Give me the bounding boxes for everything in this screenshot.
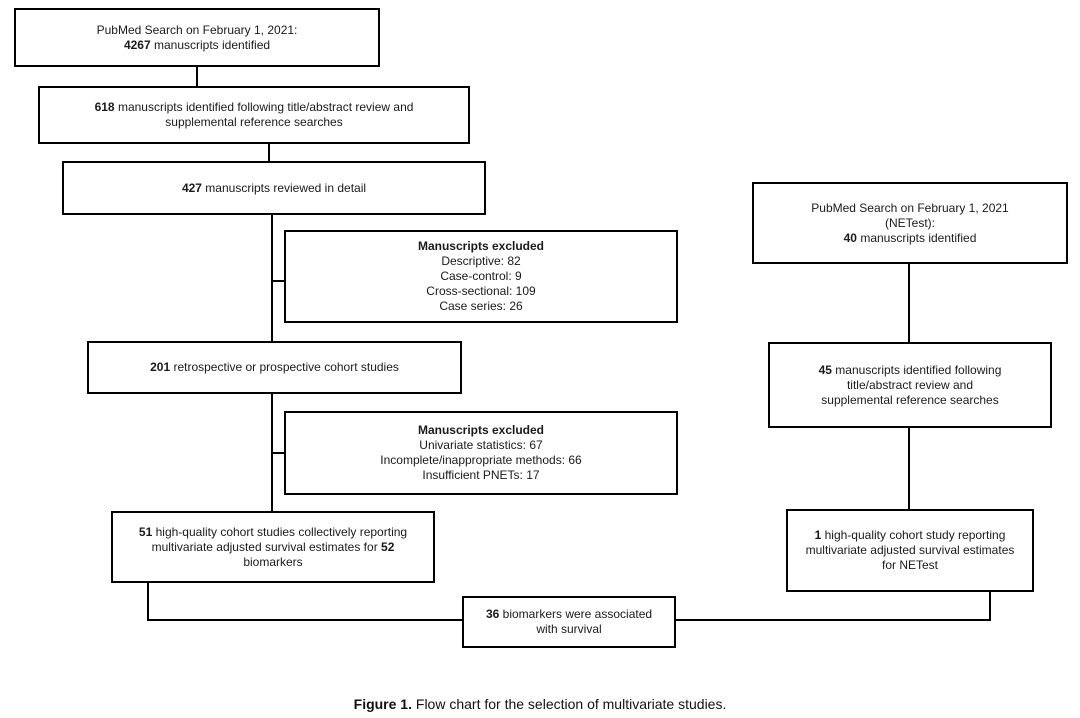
figure-caption: Figure 1. Flow chart for the selection o… bbox=[0, 695, 1080, 713]
netest-screened-line1: manuscripts identified following bbox=[831, 362, 1002, 377]
connector-line bbox=[147, 619, 463, 621]
netest-search-label: (NETest): bbox=[884, 215, 935, 230]
figure-caption-text: Flow chart for the selection of multivar… bbox=[412, 696, 727, 712]
pubmed-search-box: PubMed Search on February 1, 2021: 4267 … bbox=[14, 8, 380, 67]
netest-search-box: PubMed Search on February 1, 2021 (NETes… bbox=[752, 182, 1068, 264]
exclusion-item: Case-control: 9 bbox=[440, 269, 522, 283]
result-line1: biomarkers were associated bbox=[499, 607, 653, 621]
netest-screened-box: 45 manuscripts identified following titl… bbox=[768, 342, 1052, 428]
exclusion-item: Descriptive: 82 bbox=[441, 254, 521, 268]
netest-final-line2: multivariate adjusted survival estimates bbox=[805, 543, 1015, 557]
cohort-text: retrospective or prospective cohort stud… bbox=[170, 360, 399, 374]
search-count: 4267 bbox=[123, 37, 151, 52]
connector-line bbox=[908, 263, 910, 343]
figure-label: Figure 1. bbox=[353, 696, 412, 712]
screened-line2: supplemental reference searches bbox=[165, 115, 343, 129]
netest-screened-line3: supplemental reference searches bbox=[821, 392, 999, 407]
final-line1: high-quality cohort studies collectively… bbox=[152, 524, 408, 539]
netest-final-box: 1 high-quality cohort study reporting mu… bbox=[786, 509, 1034, 592]
result-count: 36 bbox=[485, 607, 500, 621]
exclusion-item: Incomplete/inappropriate methods: 66 bbox=[380, 453, 582, 467]
netest-screened-line2: title/abstract review and bbox=[846, 377, 974, 392]
netest-search-date: PubMed Search on February 1, 2021 bbox=[811, 200, 1009, 215]
exclusion-item: Insufficient PNETs: 17 bbox=[422, 468, 540, 482]
final-count: 51 bbox=[138, 524, 153, 539]
search-suffix: manuscripts identified bbox=[150, 37, 271, 52]
result-line2: with survival bbox=[536, 622, 602, 636]
exclusion-item: Case series: 26 bbox=[439, 299, 523, 313]
netest-final-count: 1 bbox=[814, 528, 822, 542]
exclusion-item: Univariate statistics: 67 bbox=[419, 438, 543, 452]
exclusion-title: Manuscripts excluded bbox=[417, 239, 545, 253]
reviewed-count: 427 bbox=[181, 180, 202, 195]
connector-line bbox=[271, 452, 285, 454]
connector-line bbox=[268, 144, 270, 162]
connector-line bbox=[196, 66, 198, 87]
connector-line bbox=[675, 619, 991, 621]
result-box: 36 biomarkers were associated with survi… bbox=[462, 596, 676, 648]
netest-final-line1: high-quality cohort study reporting bbox=[821, 528, 1006, 542]
search-date-text: PubMed Search on February 1, 2021: bbox=[96, 22, 298, 37]
exclusion-box-2: Manuscripts excluded Univariate statisti… bbox=[284, 411, 678, 495]
screened-line1: manuscripts identified following title/a… bbox=[114, 100, 414, 114]
connector-line bbox=[271, 280, 285, 282]
biomarker-count: 52 bbox=[381, 539, 395, 554]
screened-count: 618 bbox=[94, 100, 115, 114]
screened-box: 618 manuscripts identified following tit… bbox=[38, 86, 470, 144]
reviewed-text: manuscripts reviewed in detail bbox=[201, 180, 367, 195]
connector-line bbox=[908, 427, 910, 510]
exclusion-box-1: Manuscripts excluded Descriptive: 82 Cas… bbox=[284, 230, 678, 323]
final-line2: multivariate adjusted survival estimates… bbox=[151, 539, 382, 554]
netest-final-line3: for NETest bbox=[881, 558, 938, 572]
connector-line bbox=[147, 582, 149, 620]
exclusion-item: Cross-sectional: 109 bbox=[426, 284, 536, 298]
exclusion-title: Manuscripts excluded bbox=[417, 423, 545, 437]
final-cohort-box: 51 high-quality cohort studies collectiv… bbox=[111, 511, 435, 583]
netest-search-count: 40 bbox=[843, 230, 857, 245]
final-line3: biomarkers bbox=[243, 554, 303, 569]
netest-screened-count: 45 bbox=[818, 362, 832, 377]
connector-line bbox=[271, 214, 273, 342]
cohort-count: 201 bbox=[150, 360, 171, 374]
reviewed-box: 427 manuscripts reviewed in detail bbox=[62, 161, 486, 215]
cohort-box: 201 retrospective or prospective cohort … bbox=[87, 341, 462, 394]
netest-search-suffix: manuscripts identified bbox=[856, 230, 977, 245]
connector-line bbox=[989, 591, 991, 621]
